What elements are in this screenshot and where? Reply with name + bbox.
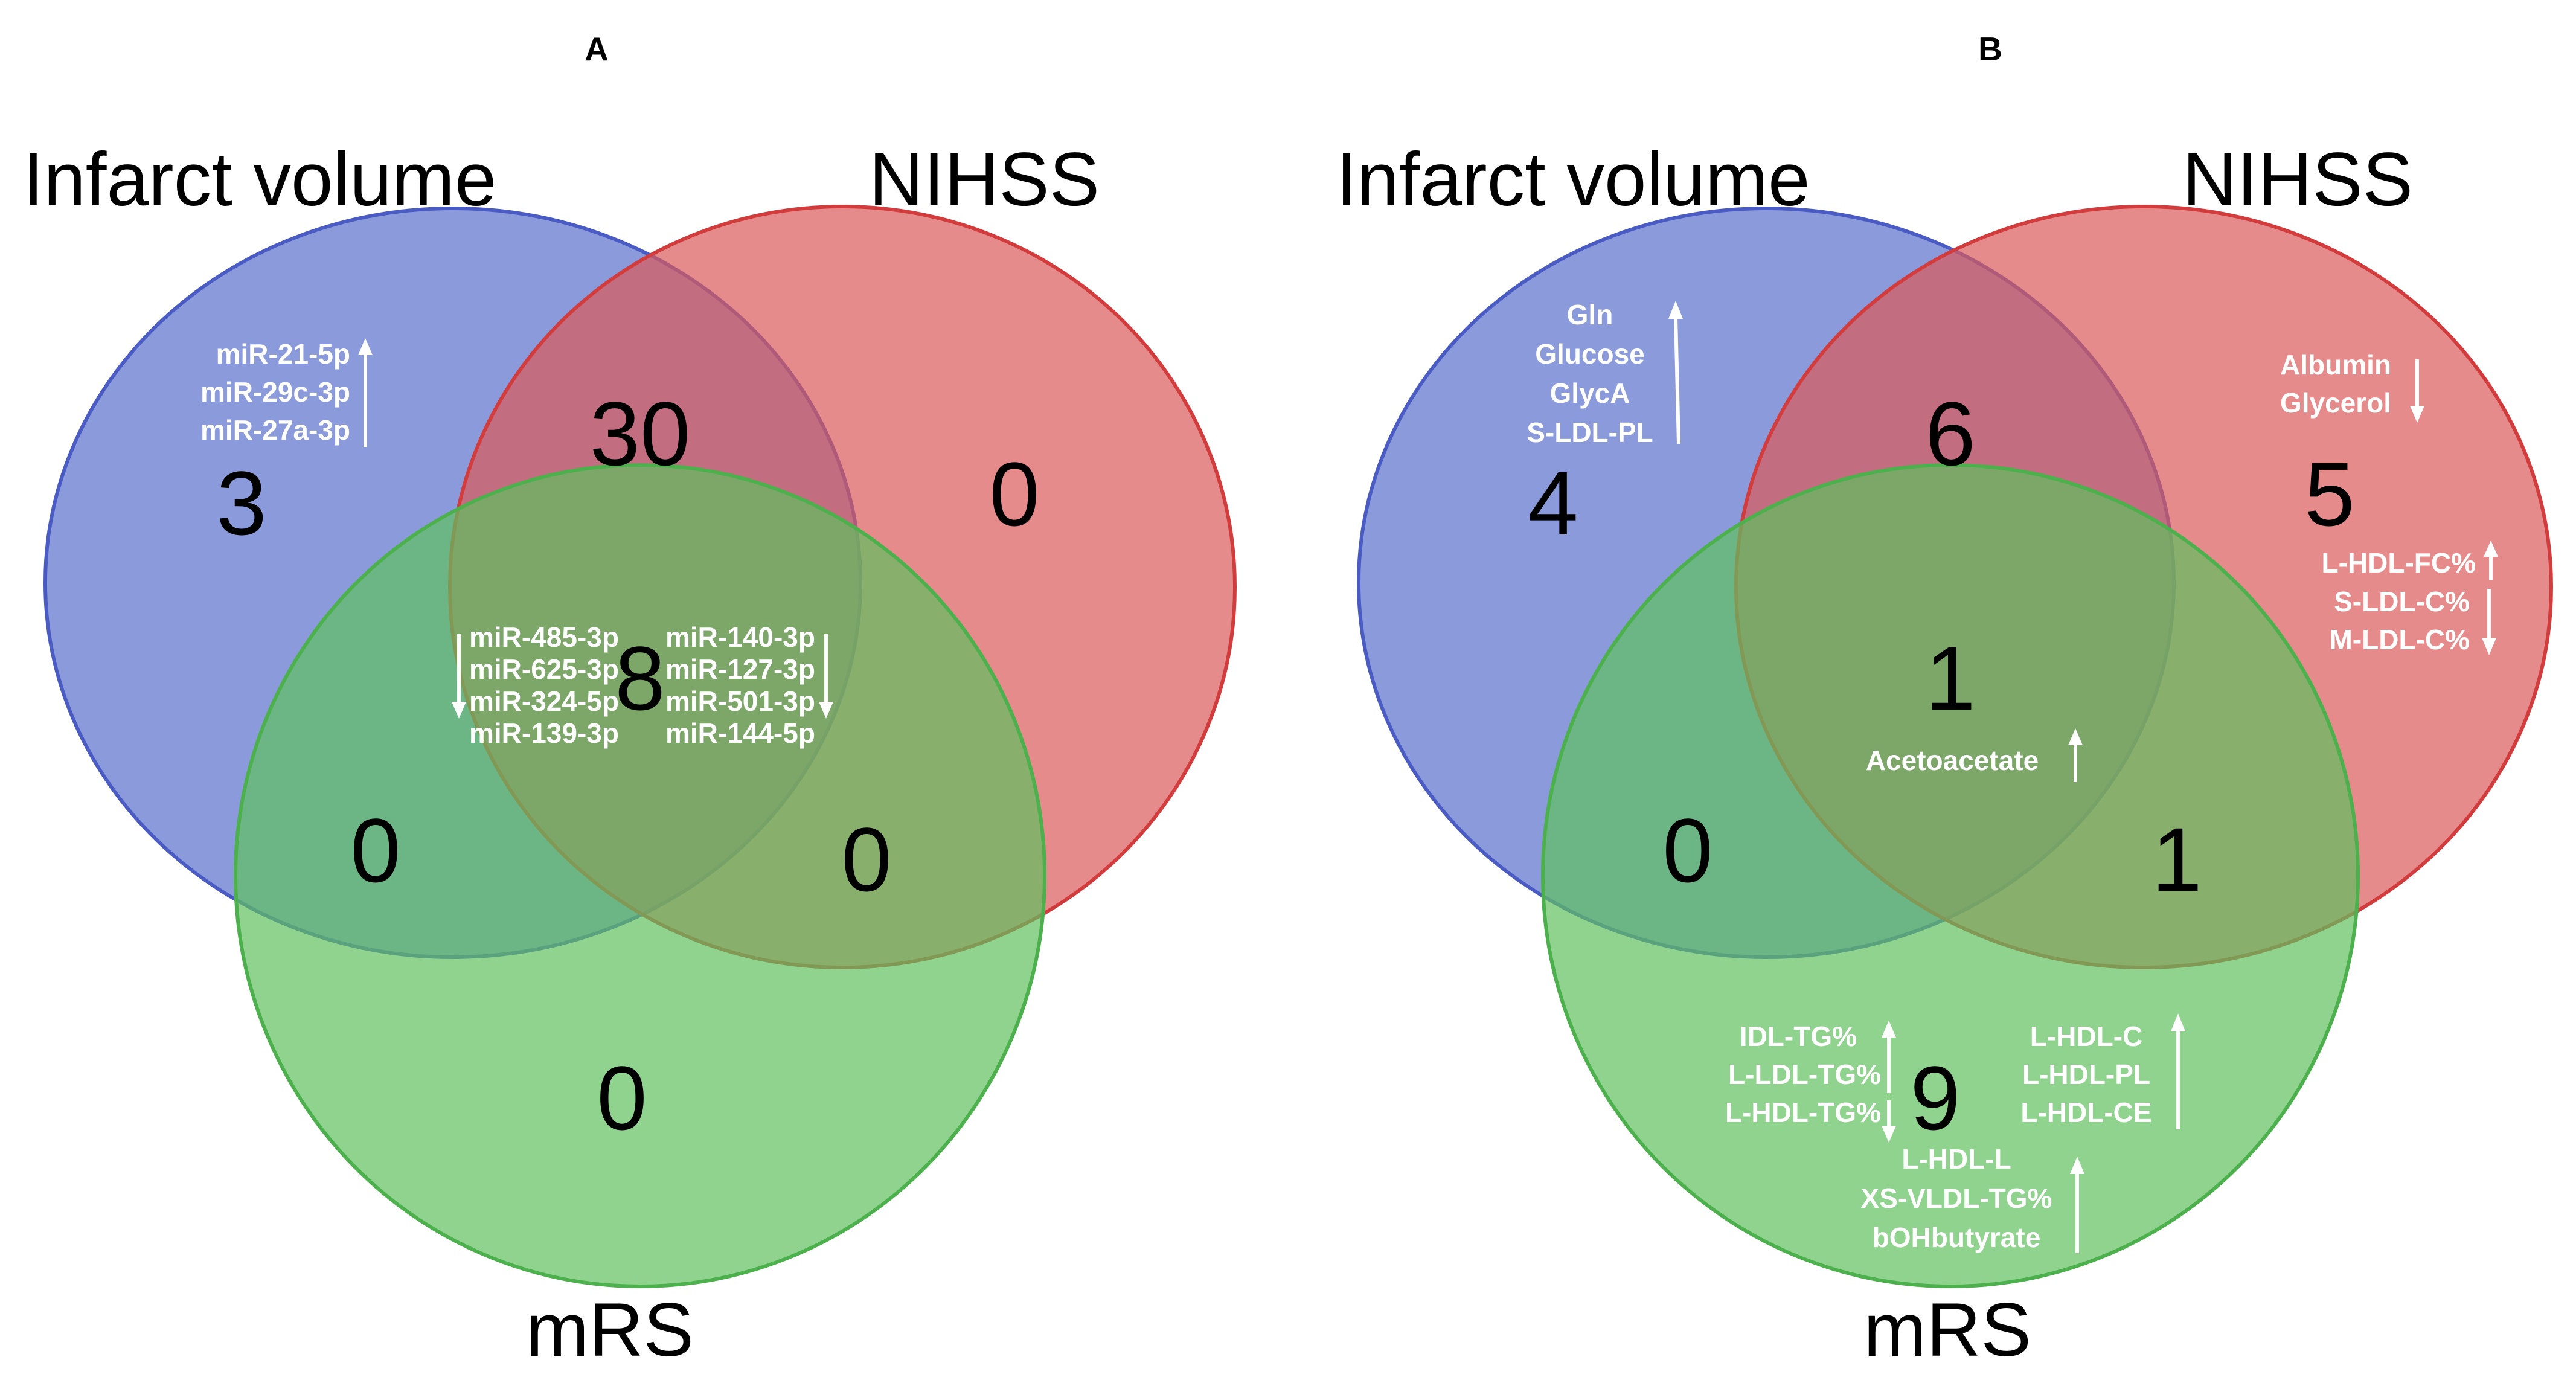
list-item: GlycA	[1550, 377, 1630, 409]
list-item: Glucose	[1535, 338, 1645, 370]
list-item: L-HDL-FC%	[2322, 547, 2476, 579]
list-item: miR-501-3p	[665, 685, 815, 717]
list-item: S-LDL-C%	[2334, 586, 2470, 617]
list-item: Albumin	[2280, 349, 2391, 380]
list-item: S-LDL-PL	[1527, 417, 1653, 448]
down-arrow-icon	[2410, 359, 2424, 423]
count-infarct-mrs-b: 0	[1662, 800, 1713, 901]
list-item: L-HDL-TG%	[1725, 1097, 1881, 1128]
list-item: XS-VLDL-TG%	[1861, 1182, 2052, 1214]
count-infarct-mrs-a: 0	[350, 800, 400, 901]
list-item: Acetoacetate	[1866, 745, 2039, 776]
list-item: L-LDL-TG%	[1728, 1059, 1881, 1090]
list-item: L-HDL-PL	[2022, 1059, 2150, 1090]
list-item: miR-139-3p	[469, 717, 619, 749]
list-item: L-HDL-CE	[2020, 1097, 2151, 1128]
list-item: miR-27a-3p	[200, 414, 350, 446]
list-item: IDL-TG%	[1740, 1021, 1857, 1052]
list-item: Gln	[1567, 299, 1613, 330]
count-nihss-only-b: 5	[2304, 443, 2354, 545]
down-arrow-icon	[452, 634, 466, 719]
nihss-label-a: NIHSS	[869, 138, 1100, 222]
count-nihss-mrs-a: 0	[841, 809, 891, 910]
up-arrow-icon	[1668, 301, 1683, 444]
count-mrs-only-a: 0	[597, 1047, 647, 1149]
count-nihss-mrs-b: 1	[2151, 809, 2202, 910]
up-arrow-icon	[2070, 1157, 2084, 1253]
count-all-three-b: 1	[1925, 627, 1975, 729]
count-all-three-a: 8	[615, 627, 665, 729]
list-item: miR-144-5p	[665, 717, 815, 749]
count-infarct-only-a: 3	[216, 452, 266, 554]
up-arrow-icon	[1882, 1021, 1896, 1093]
list-item: miR-127-3p	[665, 653, 815, 685]
nihss-label-b: NIHSS	[2182, 138, 2413, 222]
panel-b: B Infarct volume NIHSS mRS 4 6 5 1 0 1 9…	[1336, 30, 2553, 1372]
list-item: miR-625-3p	[469, 653, 619, 685]
list-item: miR-140-3p	[665, 621, 815, 653]
up-arrow-icon	[2171, 1013, 2185, 1129]
count-mrs-only-b: 9	[1910, 1047, 1960, 1149]
list-item: miR-21-5p	[216, 338, 350, 370]
up-arrow-icon	[2068, 728, 2083, 782]
infarct-volume-label-a: Infarct volume	[22, 138, 496, 222]
count-infarct-nihss-b: 6	[1925, 383, 1975, 484]
list-item: miR-29c-3p	[200, 376, 350, 408]
mrs-circle-a	[234, 463, 1046, 1288]
list-item: L-HDL-C	[2030, 1021, 2143, 1052]
count-infarct-nihss-a: 30	[590, 383, 691, 484]
panel-a-letter: A	[585, 30, 609, 68]
panel-b-letter: B	[1978, 30, 2002, 68]
up-arrow-icon	[358, 338, 373, 447]
up-arrow-icon	[2484, 541, 2498, 580]
list-item: L-HDL-L	[1902, 1143, 2011, 1175]
infarct-volume-label-b: Infarct volume	[1336, 138, 1810, 222]
count-infarct-only-b: 4	[1528, 452, 1578, 554]
count-nihss-only-a: 0	[989, 443, 1039, 545]
list-item: M-LDL-C%	[2330, 624, 2470, 655]
down-arrow-icon	[1882, 1100, 1896, 1143]
panel-a: A Infarct volume NIHSS mRS 3 30 0 8 0 0 …	[22, 30, 1237, 1372]
mrs-label-a: mRS	[526, 1288, 694, 1372]
list-item: miR-485-3p	[469, 621, 619, 653]
mrs-circle-b	[1541, 463, 2360, 1288]
list-item: bOHbutyrate	[1873, 1222, 2041, 1253]
mrs-label-b: mRS	[1863, 1288, 2031, 1372]
down-arrow-icon	[2482, 589, 2496, 655]
down-arrow-icon	[819, 634, 833, 719]
list-item: miR-324-5p	[469, 685, 619, 717]
list-item: Glycerol	[2280, 387, 2391, 419]
